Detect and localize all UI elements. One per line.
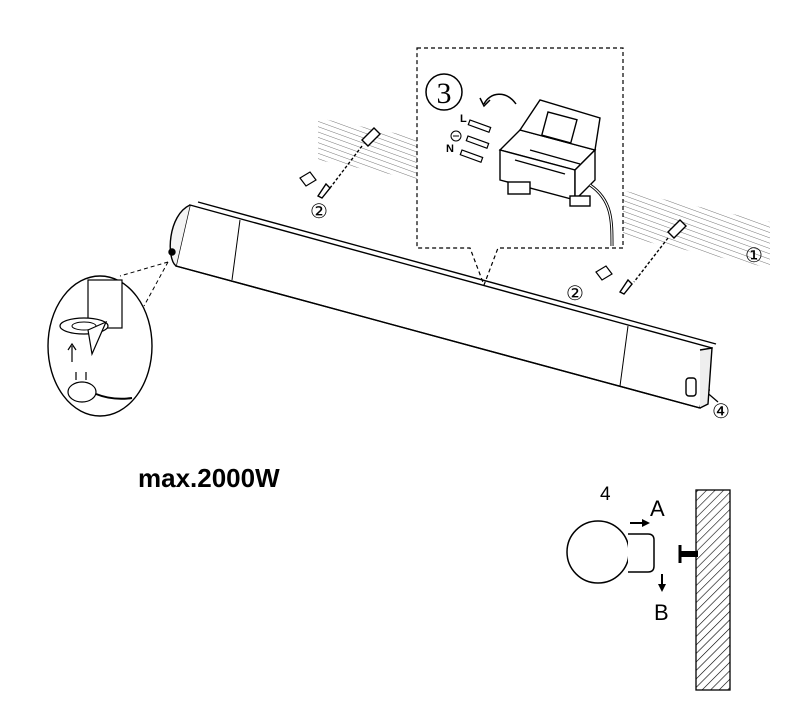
step-1-label: ① bbox=[745, 245, 763, 267]
label-a: A bbox=[650, 496, 665, 521]
neutral-terminal-label: N bbox=[446, 143, 454, 155]
pull-switch-knob bbox=[685, 377, 697, 397]
heater-body bbox=[168, 201, 717, 409]
live-terminal-label: L bbox=[460, 113, 467, 125]
plug-icon bbox=[67, 372, 133, 403]
earth-icon bbox=[450, 130, 462, 142]
step-2b-label: ② bbox=[566, 283, 584, 305]
wiring-detail-box: 3 L N bbox=[416, 47, 624, 287]
wall-strip-upper bbox=[318, 118, 770, 268]
wire-ends bbox=[459, 119, 492, 163]
arrow-b-icon bbox=[658, 574, 666, 592]
step-3-number: 3 bbox=[437, 77, 452, 110]
step-2-label: ② bbox=[310, 201, 328, 223]
step-4-label: ④ bbox=[712, 401, 730, 423]
wall-section bbox=[695, 489, 731, 691]
screwdriver-icon bbox=[299, 171, 613, 281]
mounting-point bbox=[168, 248, 176, 256]
label-b: B bbox=[654, 600, 669, 625]
plug-detail-circle bbox=[47, 275, 153, 417]
detail-4-number: 4 bbox=[600, 484, 611, 505]
wall-screw-icon bbox=[678, 545, 698, 563]
arrow-a-icon bbox=[630, 519, 650, 527]
wall-plug-right bbox=[618, 219, 687, 295]
terminal-block bbox=[498, 99, 601, 207]
detail-4-diagram: 4 A B bbox=[566, 484, 731, 691]
wall-plug-left bbox=[316, 127, 381, 199]
max-power-text: max.2000W bbox=[138, 463, 280, 493]
knob-round bbox=[566, 520, 630, 584]
